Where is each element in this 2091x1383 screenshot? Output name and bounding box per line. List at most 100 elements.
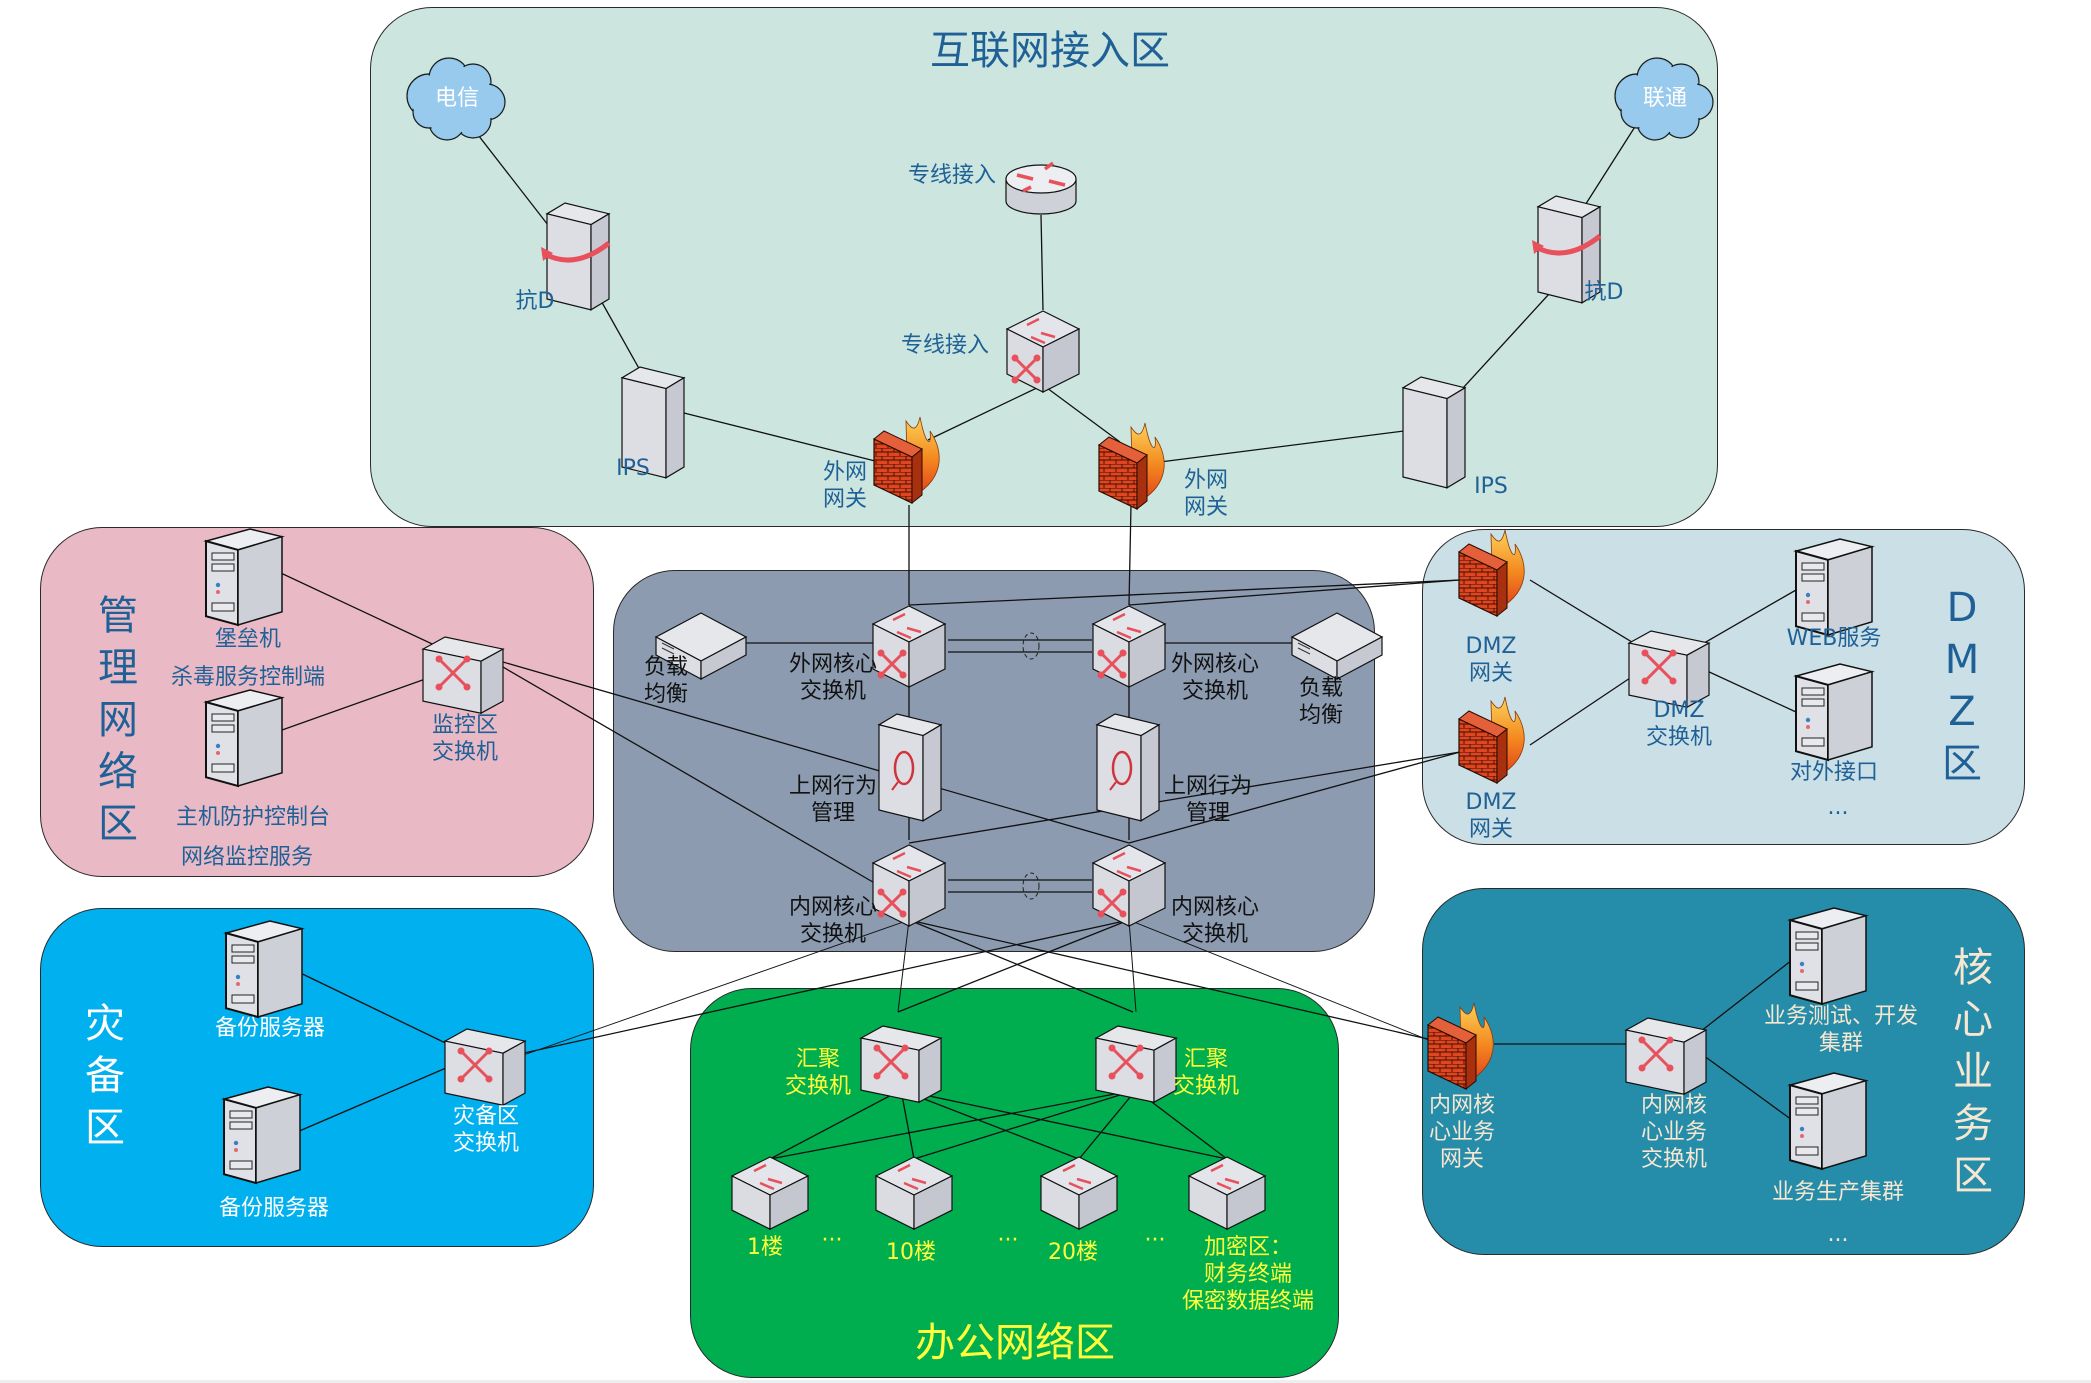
switch-icon-encrypted-zone bbox=[1187, 1156, 1267, 1231]
agg-switch-right-label: 汇聚 交换机 bbox=[1172, 1047, 1240, 1099]
link-backup-server1 bbox=[289, 967, 461, 1051]
floor-ellipsis-2: ··· bbox=[997, 1228, 1019, 1253]
server-icon-backup-1 bbox=[223, 920, 305, 1019]
ips-icon-right bbox=[1401, 376, 1467, 489]
web-service-label: WEB服务 bbox=[1786, 626, 1882, 651]
link-inner-left-agg-left bbox=[897, 919, 910, 1013]
ips-icon-left bbox=[620, 366, 686, 479]
dmz-gateway-1-label: DMZ 网关 bbox=[1465, 634, 1517, 686]
switch-icon-core-business bbox=[1624, 1017, 1708, 1096]
behavior-mgmt-right-label: 上网行为 管理 bbox=[1163, 774, 1253, 826]
link-inner-right-backup bbox=[514, 919, 1130, 1056]
switch-icon-dmz bbox=[1627, 630, 1711, 709]
switch-icon-floor-1 bbox=[730, 1156, 810, 1231]
link-outer-core-left-dmz bbox=[908, 579, 1461, 606]
antivirus-console-label: 杀毒服务控制端 bbox=[170, 665, 326, 690]
server-icon-test-dev-cluster bbox=[1787, 907, 1869, 1006]
encrypted-zone-label: 加密区： 财务终端 保密数据终端 bbox=[1181, 1235, 1315, 1314]
link-unicom-antiddos bbox=[1581, 121, 1639, 211]
link-corebiz-switch-prod bbox=[1695, 1049, 1793, 1121]
link-agg-right-f20 bbox=[1078, 1089, 1137, 1160]
server-icon-external-api bbox=[1793, 663, 1875, 762]
link-switch-fw-right bbox=[1042, 384, 1121, 443]
load-balancer-right-label: 负载 均衡 bbox=[1298, 676, 1344, 728]
ips-right-label: IPS bbox=[1474, 474, 1508, 499]
link-agg-left-fenc bbox=[900, 1089, 1228, 1160]
anti-ddos-icon-left bbox=[541, 202, 611, 311]
zone-title-internet: 互联网接入区 bbox=[930, 28, 1170, 74]
lag-ellipse-inner bbox=[1022, 872, 1040, 900]
dmz-gateway-2-label: DMZ 网关 bbox=[1465, 790, 1517, 842]
link-dmz-switch-web bbox=[1691, 589, 1797, 651]
link-inner-left-corebiz bbox=[908, 919, 1442, 1043]
switch-icon-inner-core-right bbox=[1091, 844, 1167, 927]
anti-ddos-icon-right bbox=[1532, 195, 1602, 304]
cloud-label-unicom: 联通 bbox=[1642, 86, 1688, 111]
core-business-gateway-label: 内网核 心业务 网关 bbox=[1428, 1093, 1496, 1172]
link-outer-core-right-dmz bbox=[1128, 579, 1461, 606]
inner-core-left-label: 内网核心 交换机 bbox=[788, 895, 878, 947]
floor-ellipsis-1: ··· bbox=[821, 1228, 843, 1253]
firewall-icon-dmz-1 bbox=[1458, 529, 1525, 618]
dmz-switch-label: DMZ 交换机 bbox=[1645, 698, 1713, 750]
router-icon-leased-line bbox=[1005, 161, 1077, 215]
link-monitor-inner-core-right bbox=[495, 659, 1130, 844]
host-protection-console-label: 主机防护控制台 bbox=[175, 805, 331, 830]
behavior-mgmt-icon-left bbox=[877, 713, 943, 822]
inner-core-right-label: 内网核心 交换机 bbox=[1170, 895, 1260, 947]
leased-line-router-label: 专线接入 bbox=[907, 163, 997, 188]
switch-icon-aggregation-right bbox=[1094, 1025, 1178, 1104]
switch-icon-leased-line bbox=[1005, 310, 1081, 393]
external-gateway-left-label: 外网 网关 bbox=[822, 460, 868, 512]
link-inner-left-backup bbox=[514, 919, 910, 1059]
core-business-more-ellipsis: ... bbox=[1827, 1222, 1849, 1247]
switch-icon-backup bbox=[443, 1028, 527, 1107]
link-inner-core-right-dmz bbox=[1128, 751, 1461, 844]
floor-1-label: 1楼 bbox=[747, 1235, 783, 1260]
backup-switch-label: 灾备区 交换机 bbox=[452, 1104, 520, 1156]
switch-icon-monitor bbox=[421, 636, 505, 715]
link-agg-left-f20 bbox=[900, 1089, 1080, 1160]
switch-icon-inner-core-left bbox=[871, 844, 947, 927]
link-mgmt-server2 bbox=[267, 671, 446, 736]
switch-icon-aggregation-left bbox=[859, 1025, 943, 1104]
cloud-label-telecom: 电信 bbox=[434, 86, 480, 111]
load-balancer-left-label: 负载 均衡 bbox=[643, 655, 689, 707]
link-inner-right-agg-right bbox=[1128, 919, 1137, 1013]
link-router-switch bbox=[1040, 214, 1044, 311]
server-icon-production-cluster bbox=[1787, 1072, 1869, 1171]
switch-icon-floor-10 bbox=[874, 1156, 954, 1231]
link-inner-right-corebiz bbox=[1128, 919, 1442, 1046]
monitor-switch-label: 监控区 交换机 bbox=[431, 713, 499, 765]
external-api-label: 对外接口 bbox=[1789, 760, 1879, 785]
link-dmz-gw2-switch bbox=[1529, 667, 1646, 746]
link-corebiz-switch-test bbox=[1695, 959, 1793, 1036]
zone-core-business bbox=[1422, 888, 2025, 1255]
bottom-border bbox=[0, 1380, 2091, 1383]
server-icon-backup-2 bbox=[221, 1086, 303, 1185]
server-icon-host-protection bbox=[203, 689, 285, 788]
switch-icon-floor-20 bbox=[1039, 1156, 1119, 1231]
link-agg-left-f10 bbox=[900, 1089, 915, 1160]
test-dev-cluster-label: 业务测试、开发 集群 bbox=[1763, 1004, 1919, 1056]
lag-ellipse-outer bbox=[1022, 632, 1040, 660]
link-telecom-antiddos bbox=[467, 121, 549, 226]
link-antiddos-ips-right bbox=[1451, 281, 1561, 401]
zone-title-dmz: DMZ区 bbox=[1942, 585, 1982, 787]
link-inner-left-agg-right bbox=[908, 919, 1134, 1013]
backup-server-1-label: 备份服务器 bbox=[214, 1016, 326, 1041]
load-balancer-icon-right bbox=[1290, 612, 1384, 680]
production-cluster-label: 业务生产集群 bbox=[1771, 1180, 1905, 1205]
ips-left-label: IPS bbox=[616, 456, 650, 481]
network-monitor-service-label: 网络监控服务 bbox=[180, 845, 314, 870]
external-gateway-right-label: 外网 网关 bbox=[1183, 468, 1229, 520]
link-inner-right-agg-left bbox=[897, 919, 1130, 1013]
zone-title-office: 办公网络区 bbox=[915, 1320, 1115, 1366]
link-agg-left-f1 bbox=[769, 1089, 902, 1160]
link-dmz-gw1-switch bbox=[1529, 579, 1646, 651]
agg-switch-left-label: 汇聚 交换机 bbox=[784, 1047, 852, 1099]
firewall-icon-external-left bbox=[873, 416, 940, 505]
outer-core-left-label: 外网核心 交换机 bbox=[788, 652, 878, 704]
